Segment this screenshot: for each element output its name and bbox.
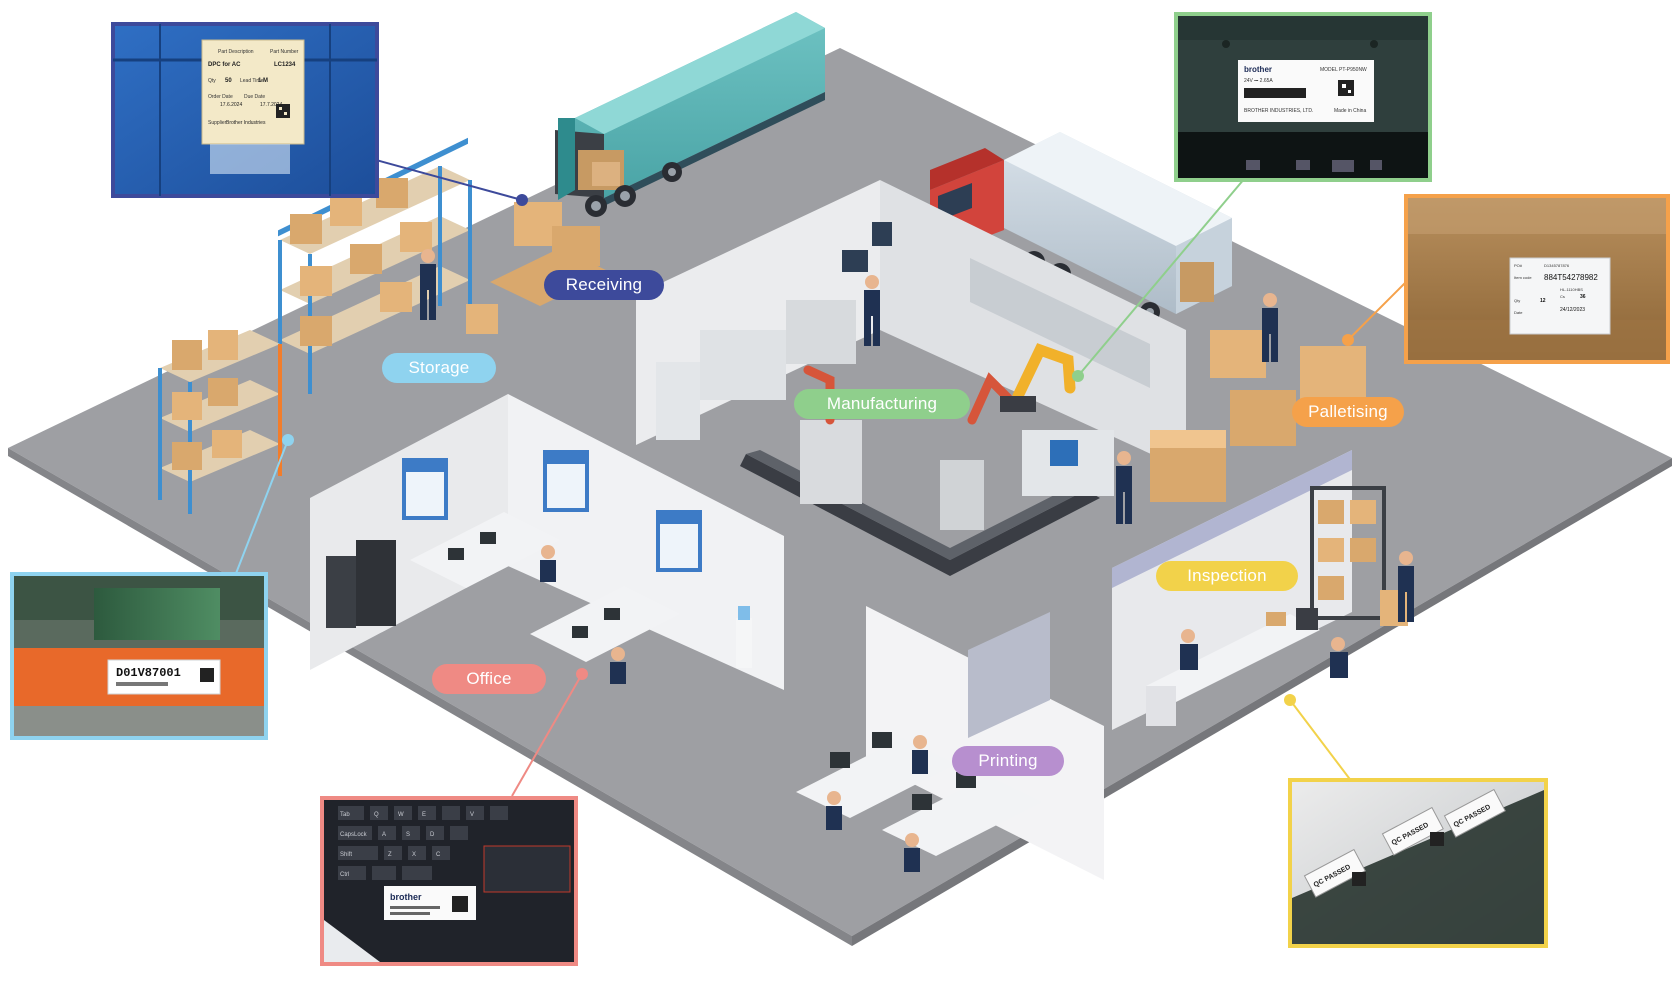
zone-label-receiving: Receiving xyxy=(544,270,664,300)
pallet-label-line: Qty xyxy=(1514,298,1520,303)
callout-storage: D01V87001 xyxy=(10,572,268,740)
callout-palletising: PO# D1345787876 Item code 884T54278982 H… xyxy=(1404,194,1670,364)
storage-location-code: D01V87001 xyxy=(116,666,181,680)
pallet-label-line: D1345787876 xyxy=(1544,263,1570,268)
qr-code xyxy=(276,104,290,118)
zone-label-office: Office xyxy=(432,664,546,694)
callout-office: Tab CapsLock Shift Ctrl A S D Z X C V Q … xyxy=(320,796,578,966)
connector-office xyxy=(511,673,583,797)
inspection-shelf xyxy=(1310,486,1408,626)
connector-manufacturing xyxy=(1077,171,1251,377)
bin-label-line: Brother Industries xyxy=(226,120,266,126)
laptop-label-brand: brother xyxy=(390,892,422,902)
svg-text:S: S xyxy=(406,832,410,838)
bin-label-line: DPC for AC xyxy=(208,62,241,68)
qr-code xyxy=(1430,832,1444,846)
office-furniture xyxy=(326,512,752,668)
svg-text:D: D xyxy=(430,832,435,838)
bin-label-line: Part Description xyxy=(218,49,254,55)
svg-text:W: W xyxy=(398,812,404,818)
pallet-label-line: 12 xyxy=(1540,298,1546,304)
connector-storage xyxy=(234,439,289,577)
workers xyxy=(420,249,1414,872)
connector-receiving xyxy=(375,159,523,201)
zone-label-manufacturing: Manufacturing xyxy=(794,389,970,419)
bin-label-line: Part Number xyxy=(270,49,299,55)
device-maker: BROTHER INDUSTRIES, LTD. xyxy=(1244,108,1313,114)
printing-wall-back xyxy=(968,612,1050,738)
pallet-label-line: 24/12/2023 xyxy=(1560,307,1585,313)
svg-text:C: C xyxy=(436,852,441,858)
callout-receiving: Part Description Part Number DPC for AC … xyxy=(111,22,379,198)
device-spec: 24V ⎓ 2.65A xyxy=(1244,78,1273,84)
bin-label-line: Supplier xyxy=(208,120,227,126)
bin-label-line: 1 M xyxy=(258,78,268,84)
pallet-label-line: PO# xyxy=(1514,263,1523,268)
pallet-label-line: 36 xyxy=(1580,294,1586,300)
device-origin: Made in China xyxy=(1334,108,1366,114)
callout-manufacturing: brother MODEL PT-P950NW 24V ⎓ 2.65A BROT… xyxy=(1174,12,1432,182)
svg-text:V: V xyxy=(470,812,474,818)
pallet-label-line: HL-1110HBS xyxy=(1560,287,1583,292)
qr-code xyxy=(200,668,214,682)
svg-text:Ctrl: Ctrl xyxy=(340,872,349,878)
bin-label-line: 50 xyxy=(225,78,232,84)
keyboard-keys xyxy=(338,806,508,880)
bin-label-line: 17.6.2024 xyxy=(220,102,242,108)
bin-label-line: Order Date xyxy=(208,94,233,100)
pallet-label-line: Date xyxy=(1514,310,1523,315)
zone-label-storage: Storage xyxy=(382,353,496,383)
storage-rack-left xyxy=(158,330,282,514)
svg-text:X: X xyxy=(412,852,416,858)
qr-code xyxy=(452,896,468,912)
pallet-label-line: Item code xyxy=(1514,275,1532,280)
svg-text:Q: Q xyxy=(374,812,379,818)
manufacturing-machinery xyxy=(656,222,1114,576)
callout-inspection: QC PASSED QC PASSED QC PASSED xyxy=(1288,778,1548,948)
svg-text:CapsLock: CapsLock xyxy=(340,832,368,838)
inspection-wall-tint xyxy=(1112,450,1352,588)
svg-text:Z: Z xyxy=(388,852,392,858)
printing-wall-left xyxy=(866,606,1104,880)
pallet-label-line: 884T54278982 xyxy=(1544,273,1598,282)
device-brand: brother xyxy=(1244,65,1272,74)
svg-text:A: A xyxy=(382,832,386,838)
svg-text:Shift: Shift xyxy=(340,852,352,858)
svg-text:E: E xyxy=(422,812,426,818)
connector-inspection xyxy=(1289,699,1353,783)
zone-label-palletising: Palletising xyxy=(1292,397,1404,427)
manufacturing-wall-window xyxy=(970,258,1150,388)
zone-label-printing: Printing xyxy=(952,746,1064,776)
bin-label-line: Due Date xyxy=(244,94,265,100)
teal-truck xyxy=(555,12,825,217)
barcode xyxy=(1244,88,1306,98)
connector-lines xyxy=(234,159,1407,797)
palletising-stacks xyxy=(1150,330,1366,502)
device-model: MODEL PT-P950NW xyxy=(1320,67,1367,73)
qr-code xyxy=(1352,872,1366,886)
pallet-label-line: Cs xyxy=(1560,294,1565,299)
bin-label-line: 17.7.2024 xyxy=(260,102,282,108)
zone-label-inspection: Inspection xyxy=(1156,561,1298,591)
bin-label-line: LC1234 xyxy=(274,62,296,68)
bin-label-line: Lead Time xyxy=(240,78,264,84)
connector-palletising xyxy=(1347,281,1407,341)
inspection-desk xyxy=(1146,608,1320,726)
svg-text:Tab: Tab xyxy=(340,812,350,818)
bin-label-line: Qty xyxy=(208,78,216,84)
